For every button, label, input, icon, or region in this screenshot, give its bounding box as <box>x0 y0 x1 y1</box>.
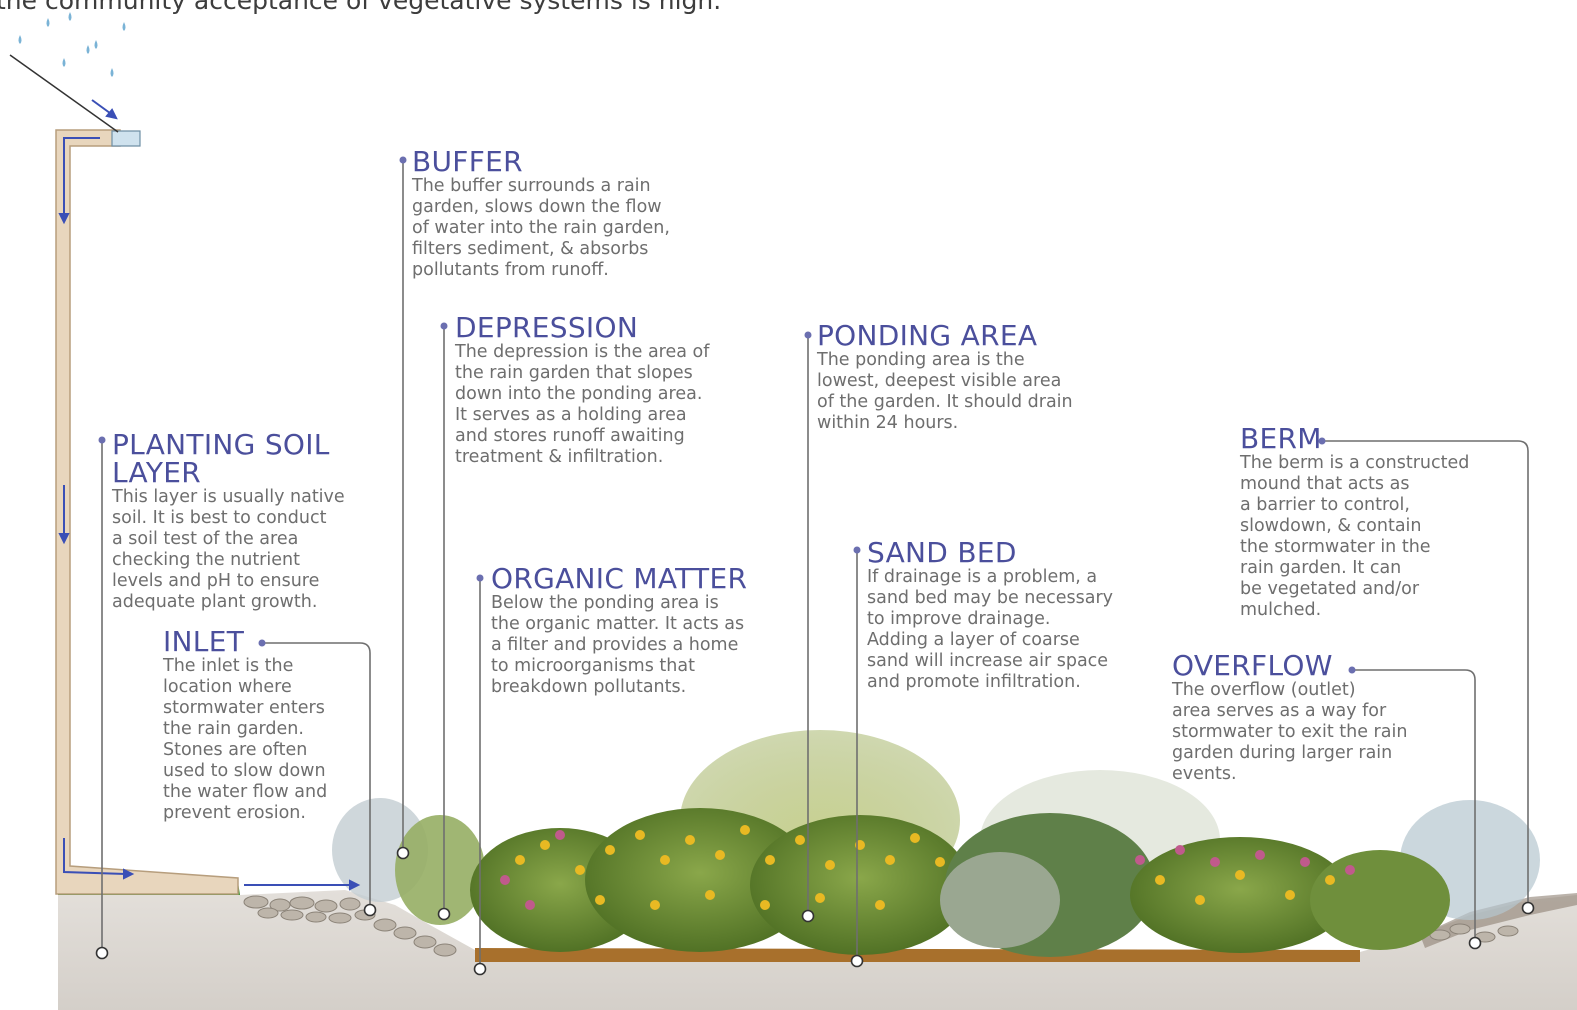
leader-anchor-icon <box>95 846 1535 976</box>
depression-title: DEPRESSION <box>455 311 639 344</box>
label-overflow: OVERFLOW The overflow (outlet) area serv… <box>1172 652 1407 785</box>
sand-bed-title: SAND BED <box>867 536 1017 569</box>
berm-title: BERM <box>1240 422 1322 455</box>
planting-soil-description: This layer is usually native soil. It is… <box>112 487 345 612</box>
overflow-description: The overflow (outlet) area serves as a w… <box>1172 680 1408 784</box>
label-ponding-area: PONDING AREA The ponding area is the low… <box>817 322 1073 434</box>
inlet-title: INLET <box>163 625 245 658</box>
berm-description: The berm is a constructed mound that act… <box>1240 453 1470 620</box>
depression-description: The depression is the area of the rain g… <box>455 342 710 467</box>
leader-lines <box>101 160 1529 969</box>
yellow-flowers <box>515 825 1335 910</box>
rain-drop-icon <box>18 12 126 77</box>
organic-matter-description: Below the ponding area is the organic ma… <box>491 593 745 697</box>
planting-soil-title: PLANTING SOIL LAYER <box>112 428 330 489</box>
buffer-title: BUFFER <box>412 145 523 178</box>
overflow-title: OVERFLOW <box>1172 649 1333 682</box>
inlet-stones <box>243 895 1519 957</box>
intro-text: the community acceptance of vegetative s… <box>0 0 722 15</box>
inlet-description: The inlet is the location where stormwat… <box>163 656 328 823</box>
label-inlet: INLET The inlet is the location where st… <box>163 628 327 824</box>
buffer-description: The buffer surrounds a rain garden, slow… <box>412 176 670 280</box>
gutter <box>111 130 141 147</box>
label-berm: BERM The berm is a constructed mound tha… <box>1240 425 1469 621</box>
soil-layer <box>58 890 1577 1010</box>
ponding-area-title: PONDING AREA <box>817 319 1038 352</box>
leader-dot-icon <box>98 156 1356 674</box>
plants <box>332 730 1540 957</box>
purple-coneflowers <box>500 830 1355 910</box>
ponding-area-description: The ponding area is the lowest, deepest … <box>817 350 1073 433</box>
label-planting-soil-layer: PLANTING SOIL LAYER This layer is usuall… <box>112 431 345 613</box>
label-buffer: BUFFER The buffer surrounds a rain garde… <box>412 148 670 281</box>
label-depression: DEPRESSION The depression is the area of… <box>455 314 709 468</box>
roof-line <box>9 54 119 133</box>
sand-bed-description: If drainage is a problem, a sand bed may… <box>867 567 1114 692</box>
water-flow-arrow-icon <box>58 99 361 891</box>
label-sand-bed: SAND BED If drainage is a problem, a san… <box>867 539 1113 693</box>
organic-matter-title: ORGANIC MATTER <box>491 562 748 595</box>
label-organic-matter: ORGANIC MATTER Below the ponding area is… <box>491 565 747 698</box>
